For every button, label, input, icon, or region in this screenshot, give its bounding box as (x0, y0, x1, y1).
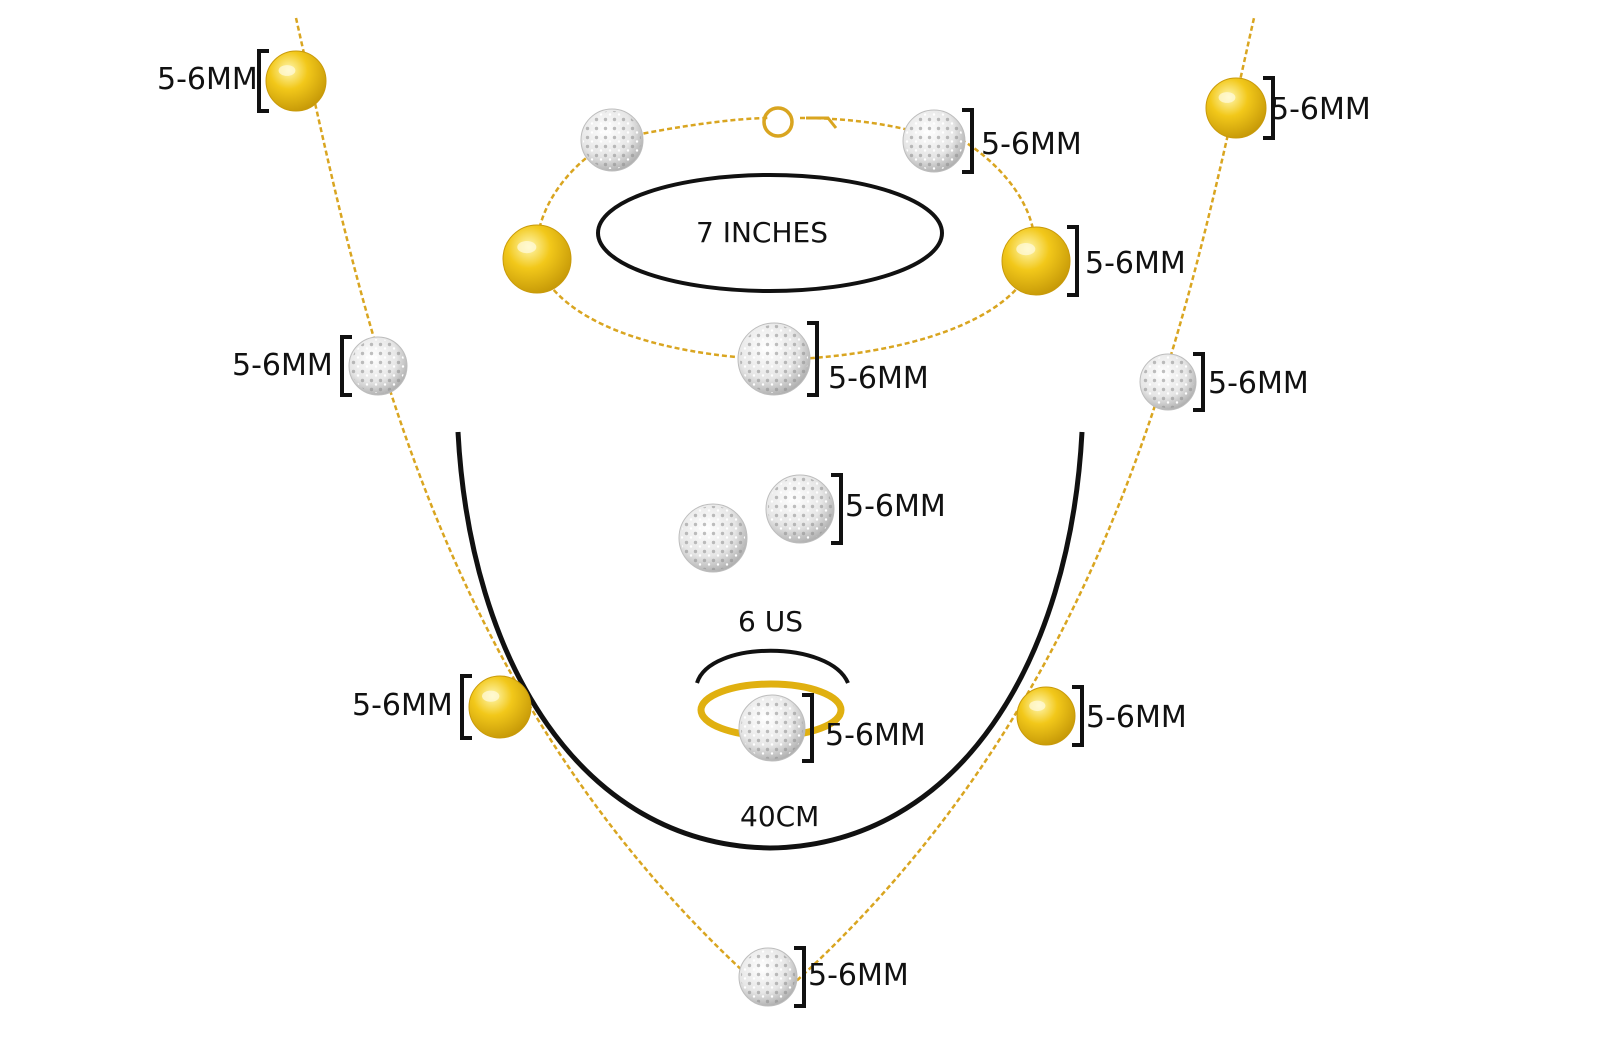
size-label-necklace-right-bottom: 5-6MM (1086, 700, 1187, 735)
earring-right-sparkle-texture (768, 477, 832, 541)
necklace-bottom-crystal-size-bracket (794, 946, 806, 1008)
bracelet-right-pearl-highlight (1016, 242, 1036, 256)
bracelet-right-crystal-size-bracket (962, 108, 974, 174)
bracelet-clasp-ring (762, 106, 794, 138)
necklace-left-crystal-sparkle-texture (351, 339, 405, 393)
necklace-right-crystal-sparkle-texture (1142, 356, 1194, 408)
necklace-left-bottom-pearl-size-bracket (460, 674, 472, 740)
necklace-left-top-pearl-size-bracket (257, 49, 269, 113)
bracelet-bottom-crystal-sparkle-texture (740, 325, 808, 393)
bracelet-left-pearl-pearl-bead (502, 224, 572, 294)
necklace-right-top-pearl-highlight (1218, 92, 1236, 103)
necklace-left-top-pearl-pearl-bead (265, 50, 327, 112)
bracelet-right-pearl-size-bracket (1067, 225, 1079, 297)
ring-crystal-size-bracket (802, 693, 814, 763)
size-label-earring: 5-6MM (845, 489, 946, 524)
bracelet-left-crystal-sparkle-texture (583, 111, 641, 169)
necklace-left-crystal-size-bracket (340, 335, 352, 397)
size-label-necklace-left-crystal: 5-6MM (232, 348, 333, 383)
earring-left-sparkle-texture (681, 506, 745, 570)
necklace-length-label: 40CM (740, 800, 820, 833)
size-label-necklace-right-crystal: 5-6MM (1208, 366, 1309, 401)
size-label-necklace-right-top: 5-6MM (1270, 92, 1371, 127)
bracelet-bottom-crystal-size-bracket (807, 321, 819, 397)
bracelet-length-label: 7 INCHES (696, 216, 828, 249)
necklace-left-bottom-pearl-highlight (482, 690, 500, 702)
necklace-right-bottom-pearl-size-bracket (1072, 685, 1084, 747)
ring-size-arc (695, 648, 850, 684)
bracelet-length-oval (596, 173, 944, 293)
necklace-right-bottom-pearl-highlight (1029, 700, 1046, 712)
bracelet-right-pearl-pearl-bead (1001, 226, 1071, 296)
earring-right-size-bracket (831, 473, 843, 545)
size-label-bracelet-right-pearl: 5-6MM (1085, 246, 1186, 281)
necklace-right-top-pearl-pearl-bead (1205, 77, 1267, 139)
necklace-right-top-pearl-size-bracket (1263, 76, 1275, 140)
ring-crystal-sparkle-texture (741, 697, 803, 759)
necklace-bottom-crystal-sparkle-texture (741, 950, 795, 1004)
size-label-bracelet-bottom: 5-6MM (828, 361, 929, 396)
necklace-left-bottom-pearl-pearl-bead (468, 675, 532, 739)
bracelet-left-pearl-highlight (517, 240, 537, 254)
size-label-necklace-bottom: 5-6MM (808, 958, 909, 993)
bracelet-right-crystal-sparkle-texture (905, 112, 963, 170)
necklace-right-bottom-pearl-pearl-bead (1016, 686, 1076, 746)
size-label-necklace-left-top: 5-6MM (157, 62, 258, 97)
necklace-length-outline (455, 431, 1085, 851)
bracelet-clasp-tab (806, 116, 838, 129)
necklace-right-crystal-size-bracket (1193, 352, 1205, 412)
size-label-bracelet-right-crystal: 5-6MM (981, 127, 1082, 162)
ring-size-label: 6 US (738, 605, 803, 638)
size-label-necklace-left-bottom: 5-6MM (352, 688, 453, 723)
size-label-ring: 5-6MM (825, 718, 926, 753)
necklace-left-top-pearl-highlight (278, 65, 296, 76)
